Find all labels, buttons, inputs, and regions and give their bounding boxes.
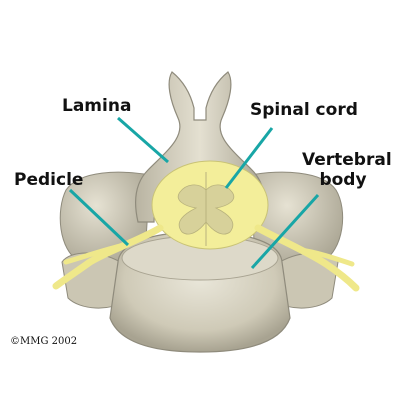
- left-nerve-root: [52, 224, 164, 290]
- pedicle-label: Pedicle: [14, 170, 84, 190]
- pedicle-leader-line: [68, 188, 130, 247]
- lamina-leader-line: [117, 116, 169, 164]
- vertebral-body-label-line1: Vertebral: [302, 150, 392, 170]
- lamina-label: Lamina: [62, 96, 132, 116]
- spinal-cord-leader-line: [224, 127, 274, 189]
- vertebral-body-label-line2: body: [319, 170, 367, 190]
- right-nerve-root-branch: [297, 247, 355, 267]
- vertebral-body-label: Vertebral body: [302, 150, 392, 190]
- spinal-cord-label: Spinal cord: [250, 100, 358, 120]
- vertebral-body-leader-line: [250, 193, 320, 270]
- copyright-text: ©MMG 2002: [10, 336, 78, 347]
- left-nerve-root-branch: [63, 243, 123, 265]
